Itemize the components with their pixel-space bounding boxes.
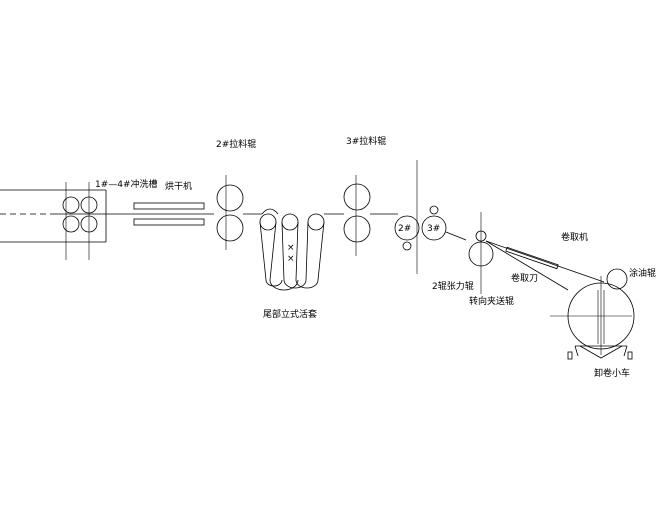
washing-tank-box bbox=[0, 189, 107, 243]
label-washing-tanks: 1#—4#冲洗槽 bbox=[95, 178, 158, 190]
oiling-roll bbox=[606, 268, 628, 290]
shear bbox=[505, 246, 559, 270]
strip-line-3 bbox=[445, 231, 467, 241]
label-oiling-roll: 涂油辊 bbox=[629, 267, 656, 279]
label-dryer: 烘干机 bbox=[165, 180, 192, 192]
strip-line-4 bbox=[485, 240, 605, 283]
coiler bbox=[550, 276, 635, 355]
svg-text:×: × bbox=[287, 254, 295, 264]
label-unloading-car: 卸卷小车 bbox=[594, 367, 630, 379]
strip-looper-path: × × bbox=[243, 208, 344, 291]
unloading-car bbox=[567, 345, 633, 360]
svg-text:×: × bbox=[287, 243, 295, 253]
label-shear: 卷取刀 bbox=[511, 272, 538, 284]
label-tension-roll-2: 2辊张力辊 bbox=[432, 280, 474, 292]
label-steering-pinch-roll: 转向夹送辊 bbox=[469, 295, 514, 307]
tension-roll-2 bbox=[394, 205, 447, 251]
label-coiler: 卷取机 bbox=[561, 231, 588, 243]
label-pull-roll-3: 3#拉料辊 bbox=[346, 135, 386, 147]
label-tail-looper: 尾部立式活套 bbox=[263, 308, 317, 320]
washing-rolls bbox=[62, 182, 98, 260]
label-roll-2: 2# bbox=[398, 224, 411, 234]
pull-roll-2 bbox=[216, 175, 244, 250]
steering-pinch-roll bbox=[468, 212, 494, 294]
label-roll-3: 3# bbox=[427, 224, 440, 234]
label-pull-roll-2: 2#拉料辊 bbox=[216, 138, 256, 150]
dryer bbox=[133, 202, 205, 226]
strip-line-5 bbox=[485, 240, 569, 291]
pull-roll-3 bbox=[343, 175, 398, 256]
